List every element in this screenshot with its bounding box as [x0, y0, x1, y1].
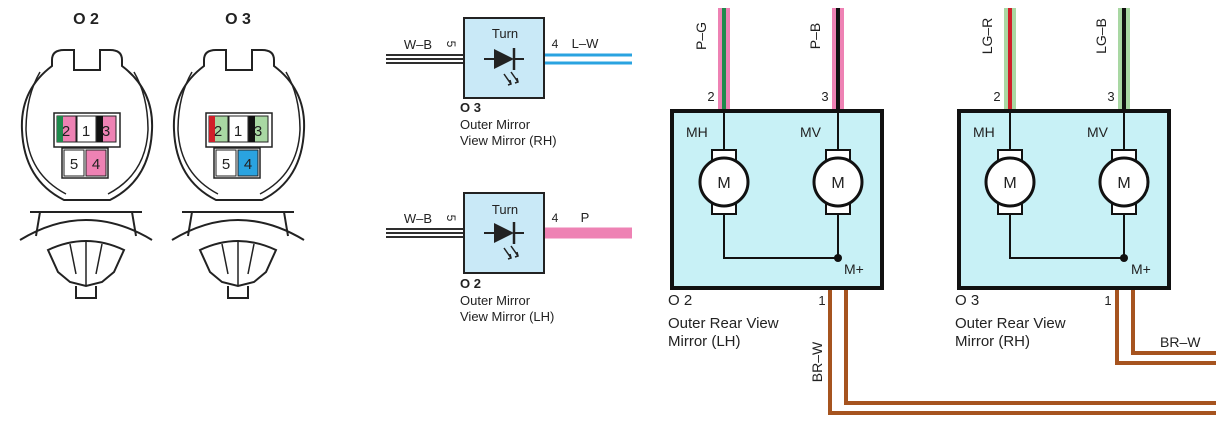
lamp-name-line2: View Mirror (RH) — [460, 133, 557, 148]
pin-label: 4 — [92, 156, 100, 173]
wire-label: P — [581, 210, 590, 225]
pin-number: 5 — [444, 215, 458, 222]
wire-label: BR–W — [1160, 334, 1201, 350]
lamp-label: Turn — [492, 26, 518, 41]
motor-label: MV — [800, 124, 822, 140]
wire-label: W–B — [404, 211, 432, 226]
pin-number: 5 — [444, 41, 458, 48]
lamp-name-line2: View Mirror (LH) — [460, 309, 554, 324]
pin-label: 5 — [222, 156, 230, 173]
wire-label: LG–B — [1093, 18, 1109, 54]
pin-number: 1 — [1104, 293, 1111, 308]
pin-number: 4 — [552, 37, 559, 51]
pin-label: 4 — [244, 156, 252, 173]
pin-label: 1 — [234, 123, 242, 140]
mirror-o2: P–G P–B 2 3 MH MV M M M+ 1 O 2 Outer Rea… — [668, 8, 1216, 415]
wire-label: L–W — [572, 36, 599, 51]
turn-lamp-o3: W–B 5 Turn 4 L–W O 3 Outer Mirror View M… — [386, 17, 632, 148]
connector-o3-title: O 3 — [225, 11, 251, 28]
lamp-label: Turn — [492, 202, 518, 217]
mirror-code: O 3 — [955, 292, 979, 309]
motor-label: MV — [1087, 124, 1109, 140]
lamp-code: O 3 — [460, 100, 481, 115]
pin-label: 2 — [214, 123, 222, 140]
mirror-o3: LG–R LG–B 2 3 MH MV M M M+ 1 O 3 Outer R… — [955, 8, 1216, 365]
wire-label: P–G — [693, 22, 709, 50]
pin-label: 5 — [70, 156, 78, 173]
connector-o3-face: O 3 2 1 3 5 4 — [171, 11, 306, 299]
common-label: M+ — [1131, 261, 1151, 277]
connector-o2-face: O 2 2 1 3 5 4 — [19, 11, 154, 299]
motor-symbol: M — [717, 175, 730, 192]
motor-label: MH — [686, 124, 708, 140]
lamp-code: O 2 — [460, 276, 481, 291]
wire-label: P–B — [807, 23, 823, 49]
connector-o2-title: O 2 — [73, 11, 99, 28]
pin-label: 2 — [62, 123, 70, 140]
lamp-name-line1: Outer Mirror — [460, 293, 531, 308]
lamp-name-line1: Outer Mirror — [460, 117, 531, 132]
pin-number: 2 — [993, 89, 1000, 104]
pin-number: 3 — [1107, 89, 1114, 104]
mirror-name-line1: Outer Rear View — [955, 315, 1066, 332]
wire-label: BR–W — [809, 341, 825, 382]
mirror-name-line2: Mirror (RH) — [955, 333, 1030, 350]
pin-number: 2 — [707, 89, 714, 104]
common-label: M+ — [844, 261, 864, 277]
mirror-name-line2: Mirror (LH) — [668, 333, 741, 350]
motor-label: MH — [973, 124, 995, 140]
pin-number: 4 — [552, 211, 559, 225]
turn-lamp-o2: W–B 5 Turn 4 P O 2 Outer Mirror View Mir… — [386, 192, 632, 324]
mirror-name-line1: Outer Rear View — [668, 315, 779, 332]
wire-label: LG–R — [979, 18, 995, 55]
pin-label: 1 — [82, 123, 90, 140]
wire-label: W–B — [404, 37, 432, 52]
motor-symbol: M — [1003, 175, 1016, 192]
mirror-code: O 2 — [668, 292, 692, 309]
pin-number: 3 — [821, 89, 828, 104]
pin-label: 3 — [102, 123, 110, 140]
motor-symbol: M — [1117, 175, 1130, 192]
pin-label: 3 — [254, 123, 262, 140]
motor-symbol: M — [831, 175, 844, 192]
pin-number: 1 — [818, 293, 825, 308]
